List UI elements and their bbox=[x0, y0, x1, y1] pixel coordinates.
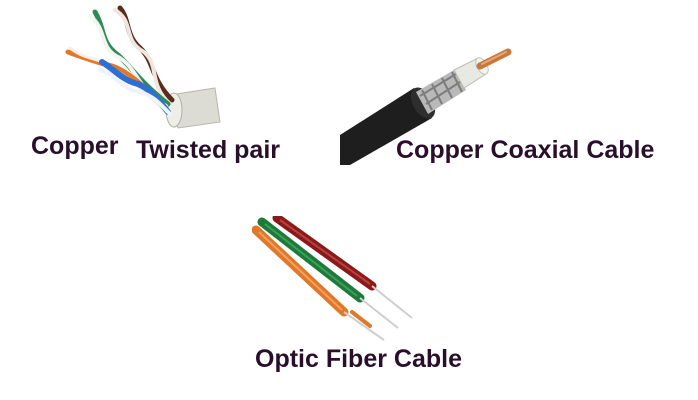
coaxial-cable-icon bbox=[340, 48, 512, 165]
fiber-optic-cable-icon bbox=[252, 216, 413, 341]
twisted-pair-label: Twisted pair bbox=[136, 136, 281, 164]
coaxial-cable-label: Copper Coaxial Cable bbox=[396, 136, 655, 164]
copper-label: Copper bbox=[31, 132, 119, 160]
fiber-optic-cable-label: Optic Fiber Cable bbox=[255, 345, 462, 373]
twisted-pair-cable-icon bbox=[65, 5, 221, 129]
